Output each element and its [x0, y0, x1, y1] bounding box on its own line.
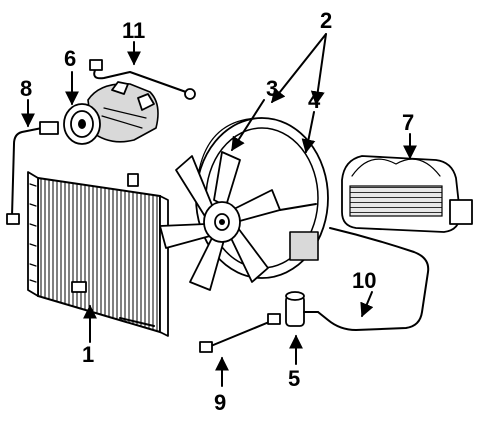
- evaporator-housing: [341, 155, 473, 233]
- leader-lines: [21, 33, 417, 387]
- callout-1: 1: [82, 342, 94, 367]
- callout-5: 5: [288, 366, 300, 391]
- callout-2: 2: [320, 8, 332, 33]
- hose-line-11: [89, 59, 196, 100]
- hose-line-10: [317, 227, 430, 331]
- callout-10: 10: [352, 268, 376, 293]
- condenser: [27, 171, 169, 337]
- receiver-drier: [285, 291, 319, 327]
- cooling-fan: [159, 151, 281, 291]
- compressor: [63, 81, 159, 145]
- callout-3: 3: [266, 76, 278, 101]
- callout-4: 4: [308, 88, 321, 113]
- hose-line-8: [6, 121, 59, 225]
- callout-11: 11: [122, 18, 145, 43]
- callout-6: 6: [64, 46, 76, 71]
- hose-line-9: [199, 313, 281, 353]
- callout-9: 9: [214, 390, 226, 415]
- callout-8: 8: [20, 76, 32, 101]
- callout-7: 7: [402, 110, 414, 135]
